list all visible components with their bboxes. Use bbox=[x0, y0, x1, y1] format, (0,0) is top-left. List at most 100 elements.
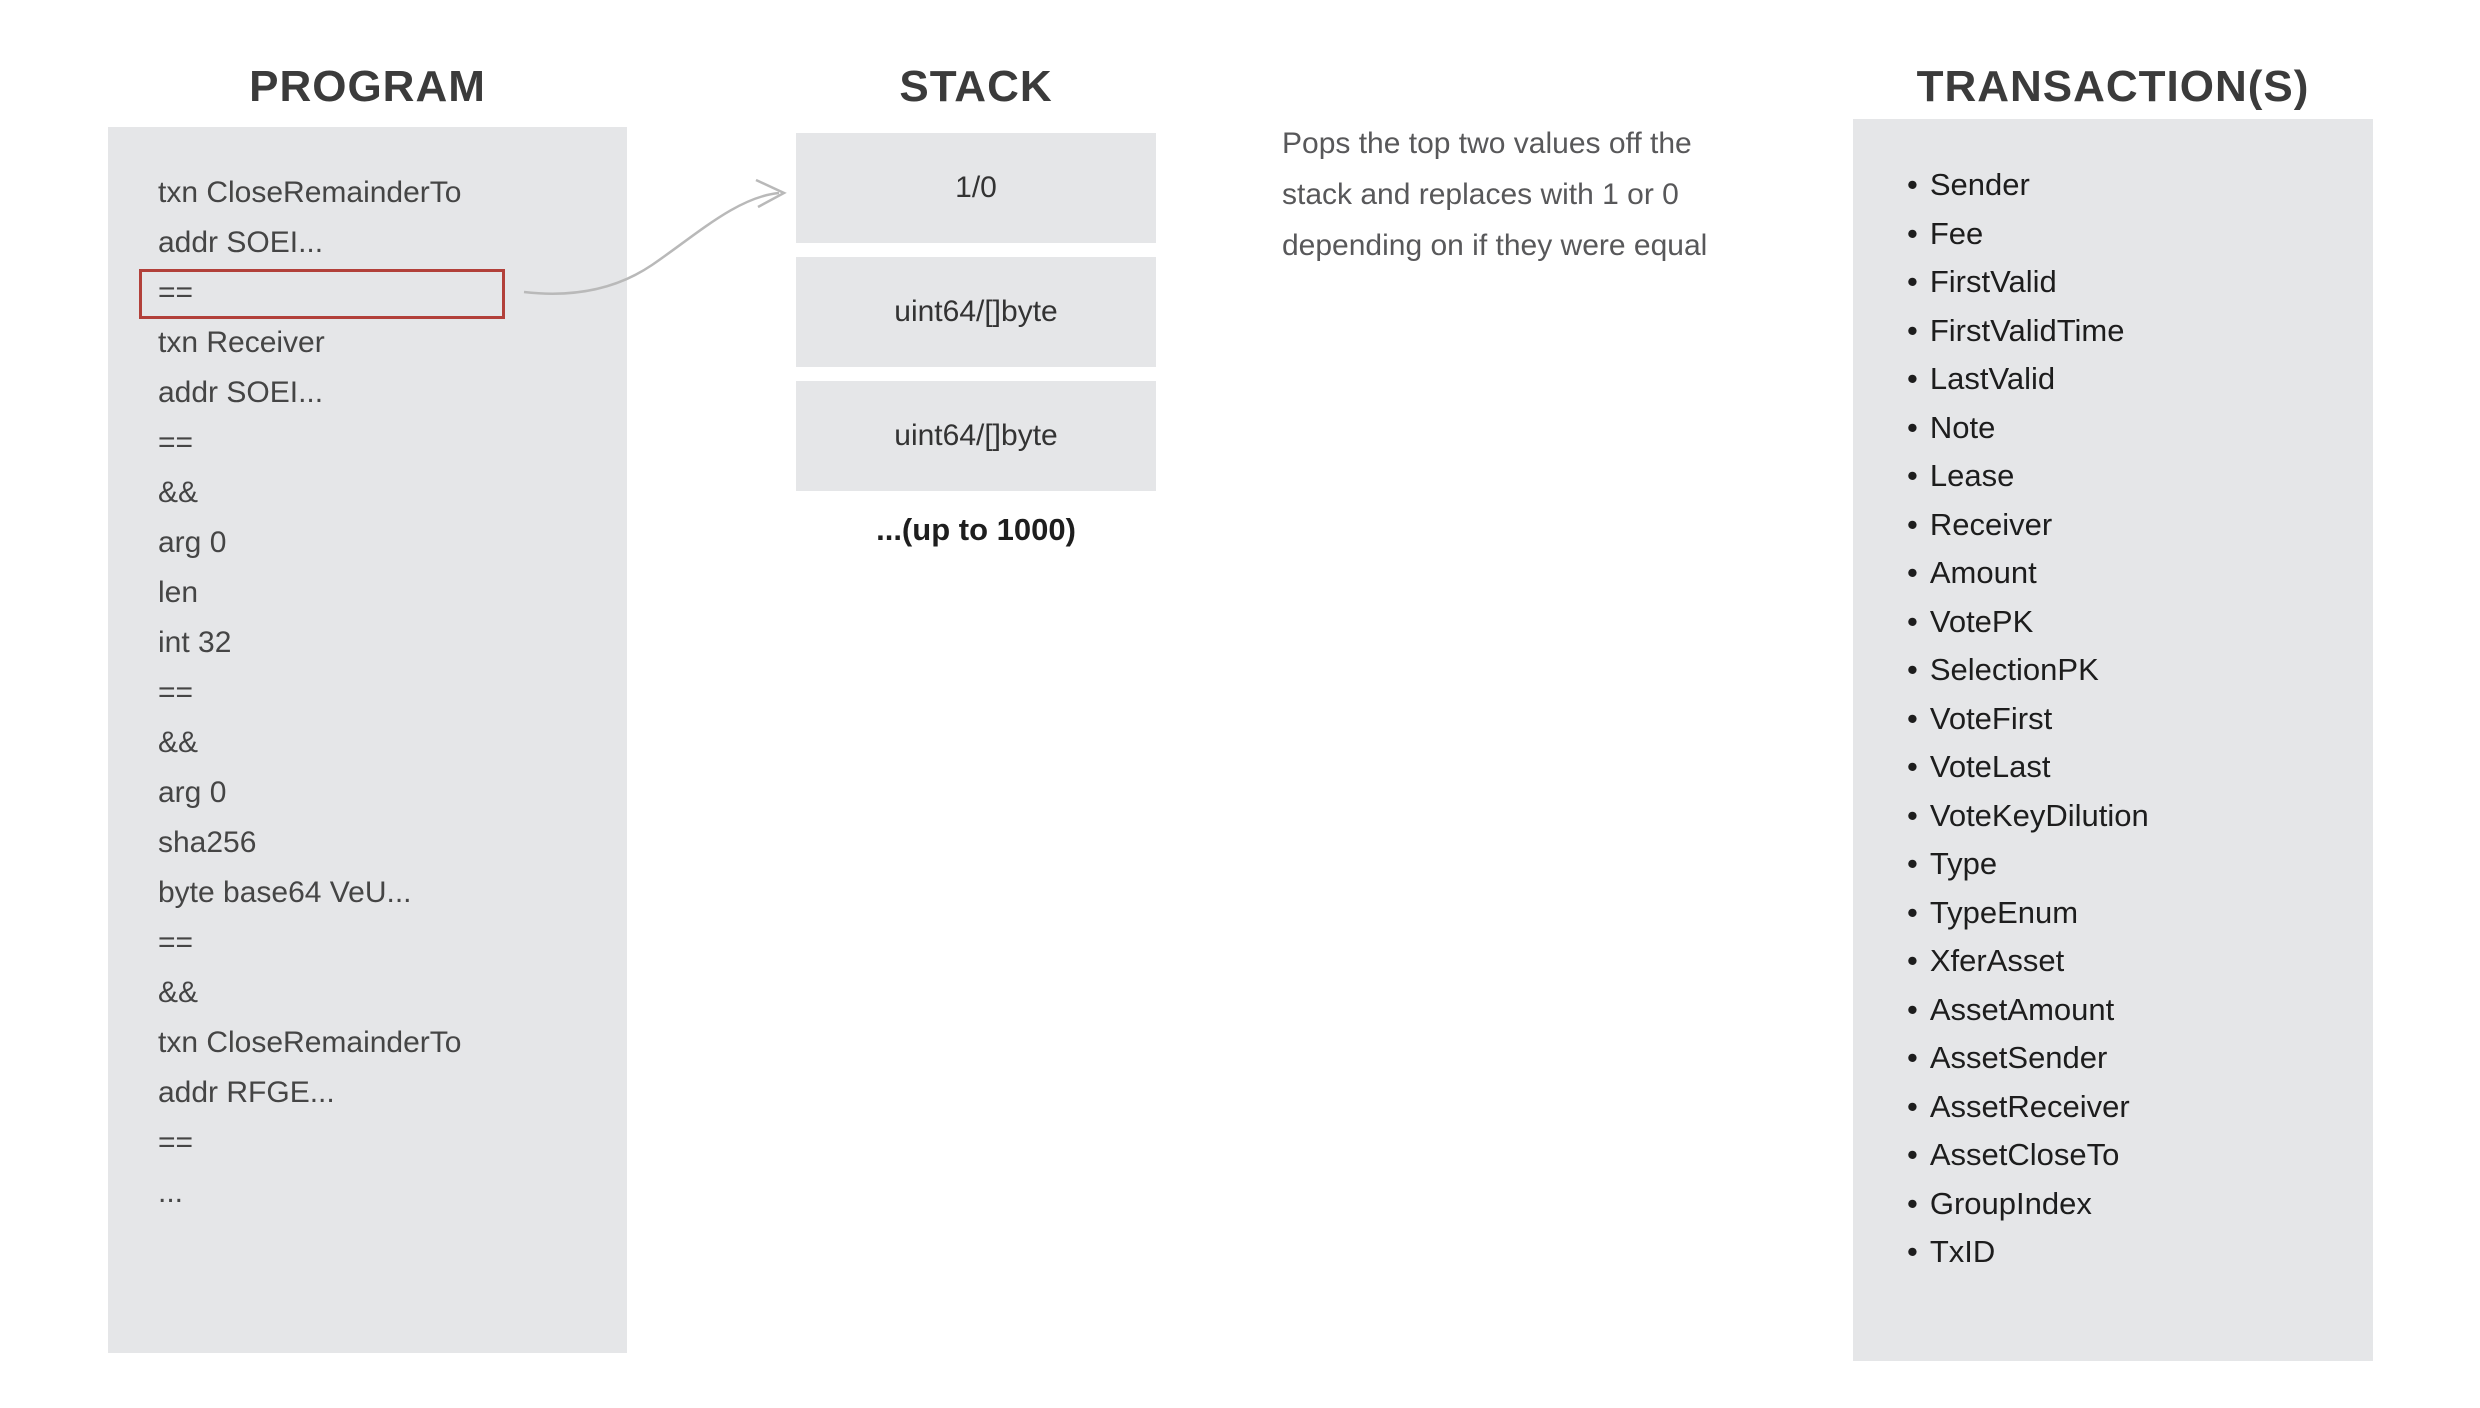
program-instruction-line: len bbox=[158, 576, 199, 609]
transaction-field-item: • AssetSender bbox=[1907, 1034, 2373, 1083]
program-instruction-line: == bbox=[158, 426, 194, 459]
stack-capacity-note: ...(up to 1000) bbox=[876, 512, 1076, 547]
bullet-icon: • bbox=[1907, 652, 1918, 687]
program-instruction-line: == bbox=[139, 268, 627, 319]
stack-slot: 1/0 bbox=[796, 133, 1156, 243]
stack-slot: uint64/[]byte bbox=[796, 257, 1156, 367]
transaction-field-list: • Sender • Fee • FirstValid • FirstValid… bbox=[1853, 119, 2373, 1277]
transactions-panel: • Sender • Fee • FirstValid • FirstValid… bbox=[1853, 119, 2373, 1361]
transaction-field-label: FirstValid bbox=[1929, 264, 2057, 299]
bullet-icon: • bbox=[1907, 846, 1918, 881]
transaction-field-item: • Lease bbox=[1907, 452, 2373, 501]
transaction-field-item: • FirstValid bbox=[1907, 258, 2373, 307]
transaction-field-label: TxID bbox=[1929, 1234, 1996, 1269]
transaction-field-label: Lease bbox=[1929, 458, 2015, 493]
transaction-field-item: • Sender bbox=[1907, 161, 2373, 210]
program-instruction-line: && bbox=[158, 476, 199, 509]
opcode-description-text: Pops the top two values off the stack an… bbox=[1282, 127, 1708, 262]
transaction-field-item: • SelectionPK bbox=[1907, 646, 2373, 695]
transaction-field-item: • VoteFirst bbox=[1907, 695, 2373, 744]
transaction-field-label: Fee bbox=[1929, 215, 1984, 251]
transaction-field-item: • AssetAmount bbox=[1907, 986, 2373, 1035]
bullet-icon: • bbox=[1907, 458, 1918, 493]
transaction-field-label: XferAsset bbox=[1929, 943, 2065, 978]
program-instruction-line: ... bbox=[158, 1176, 184, 1209]
program-instruction-line: txn CloseRemainderTo bbox=[158, 176, 462, 209]
transaction-field-label: Amount bbox=[1929, 555, 2037, 590]
transaction-field-label: VoteLast bbox=[1929, 749, 2051, 784]
bullet-icon: • bbox=[1907, 991, 1918, 1027]
bullet-icon: • bbox=[1907, 1040, 1918, 1075]
stack-column-title: STACK bbox=[899, 62, 1053, 111]
bullet-icon: • bbox=[1907, 1088, 1918, 1124]
transaction-field-item: • XferAsset bbox=[1907, 937, 2373, 986]
bullet-icon: • bbox=[1907, 264, 1918, 299]
transaction-field-label: AssetReceiver bbox=[1929, 1088, 2130, 1124]
program-instruction-line: int 32 bbox=[158, 626, 232, 659]
transaction-field-label: Receiver bbox=[1929, 506, 2053, 542]
transaction-field-label: LastValid bbox=[1929, 361, 2056, 396]
program-instruction-line: addr SOEI... bbox=[158, 226, 324, 259]
program-column-title: PROGRAM bbox=[249, 62, 486, 111]
transaction-field-item: • Note bbox=[1907, 404, 2373, 453]
bullet-icon: • bbox=[1907, 1185, 1918, 1221]
bullet-icon: • bbox=[1907, 603, 1918, 639]
transaction-field-label: Sender bbox=[1929, 167, 2030, 202]
bullet-icon: • bbox=[1907, 361, 1918, 396]
bullet-icon: • bbox=[1907, 894, 1918, 930]
bullet-icon: • bbox=[1907, 506, 1918, 542]
program-instruction-line: txn CloseRemainderTo bbox=[158, 1026, 462, 1059]
program-panel: txn CloseRemainderTo addr SOEI... == txn Re… bbox=[108, 127, 627, 1353]
transaction-field-label: AssetAmount bbox=[1929, 991, 2115, 1027]
transaction-field-label: AssetSender bbox=[1929, 1040, 2108, 1075]
program-instruction-line: addr SOEI... bbox=[158, 376, 324, 409]
transactions-column-title: TRANSACTION(S) bbox=[1916, 62, 2310, 111]
program-instruction-line: byte base64 VeU... bbox=[158, 876, 412, 909]
transaction-field-label: Note bbox=[1929, 409, 1996, 445]
program-instruction-line: sha256 bbox=[158, 826, 257, 859]
program-instruction-line: addr RFGE... bbox=[158, 1076, 335, 1109]
transaction-field-item: • FirstValidTime bbox=[1907, 307, 2373, 356]
transaction-field-item: • AssetCloseTo bbox=[1907, 1131, 2373, 1180]
transaction-field-item: • VotePK bbox=[1907, 598, 2373, 647]
bullet-icon: • bbox=[1907, 215, 1918, 251]
bullet-icon: • bbox=[1907, 797, 1918, 833]
transaction-field-label: VoteFirst bbox=[1929, 700, 2053, 736]
transaction-field-label: VoteKeyDilution bbox=[1929, 797, 2149, 833]
program-instruction-line: == bbox=[158, 676, 194, 709]
transaction-field-item: • LastValid bbox=[1907, 355, 2373, 404]
transaction-field-label: GroupIndex bbox=[1929, 1185, 2092, 1221]
transaction-field-label: AssetCloseTo bbox=[1929, 1137, 2120, 1172]
program-instruction-line: && bbox=[158, 976, 199, 1009]
stack-slot-list: 1/0 uint64/[]byte uint64/[]byte bbox=[796, 133, 1156, 491]
transaction-field-item: • Fee bbox=[1907, 210, 2373, 259]
transaction-field-label: VotePK bbox=[1929, 603, 2034, 639]
program-instruction-line: txn Receiver bbox=[158, 326, 325, 359]
program-code-listing: txn CloseRemainderTo addr SOEI... == txn Re… bbox=[108, 127, 627, 1218]
bullet-icon: • bbox=[1907, 312, 1918, 348]
transaction-field-label: TypeEnum bbox=[1929, 894, 2079, 930]
program-instruction-line: arg 0 bbox=[158, 526, 227, 559]
transaction-field-item: • Type bbox=[1907, 840, 2373, 889]
bullet-icon: • bbox=[1907, 700, 1918, 736]
bullet-icon: • bbox=[1907, 943, 1918, 978]
bullet-icon: • bbox=[1907, 749, 1918, 784]
bullet-icon: • bbox=[1907, 555, 1918, 590]
program-instruction-line: == bbox=[158, 1126, 194, 1159]
stack-slot: uint64/[]byte bbox=[796, 381, 1156, 491]
bullet-icon: • bbox=[1907, 1137, 1918, 1172]
transaction-field-label: SelectionPK bbox=[1929, 652, 2099, 687]
program-instruction-line: && bbox=[158, 726, 199, 759]
transaction-field-item: • Amount bbox=[1907, 549, 2373, 598]
transaction-field-item: • TxID bbox=[1907, 1228, 2373, 1277]
program-instruction-line: == bbox=[158, 926, 194, 959]
transaction-field-item: • GroupIndex bbox=[1907, 1180, 2373, 1229]
transaction-field-item: • VoteLast bbox=[1907, 743, 2373, 792]
transaction-field-label: Type bbox=[1929, 846, 1998, 881]
transaction-field-item: • Receiver bbox=[1907, 501, 2373, 550]
arrow-head-icon bbox=[755, 178, 787, 209]
program-instruction-line: arg 0 bbox=[158, 776, 227, 809]
transaction-field-item: • VoteKeyDilution bbox=[1907, 792, 2373, 841]
transaction-field-label: FirstValidTime bbox=[1929, 312, 2125, 348]
bullet-icon: • bbox=[1907, 1234, 1918, 1269]
